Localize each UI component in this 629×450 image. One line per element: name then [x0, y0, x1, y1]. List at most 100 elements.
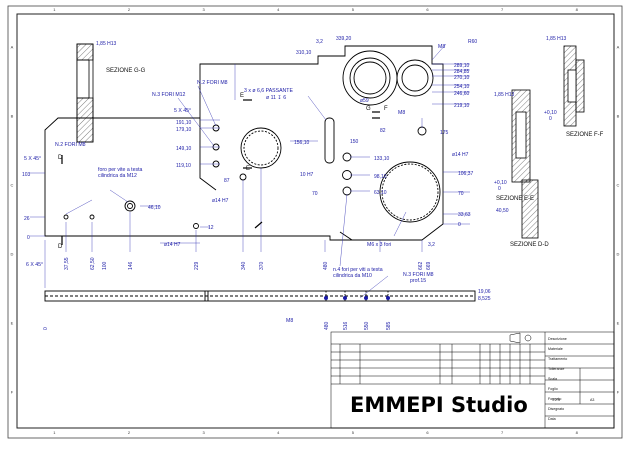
- dim-0r: 0: [458, 222, 461, 228]
- dim-14h7-b: ø14 H7: [212, 198, 229, 204]
- dim-103: 103: [22, 172, 31, 178]
- frame-row-label: E: [11, 321, 14, 326]
- section-d-label: SEZIONE D-D: [510, 242, 549, 248]
- dim-bottom-value: 37,55: [64, 257, 70, 270]
- dim-12: 12: [208, 225, 214, 231]
- main-plate-view: [44, 45, 444, 241]
- title-block-field: Formato: [548, 397, 561, 401]
- note-passante: 3 x ø 6,6 PASSANTE: [244, 88, 293, 94]
- section-d-d: [521, 179, 539, 239]
- frame-row-label: F: [11, 390, 14, 395]
- dim-bottom-value: 669: [426, 261, 432, 270]
- dim-bottom-value: 480: [323, 261, 329, 270]
- dim-bottom-value: 340: [241, 261, 247, 270]
- note-m8-side: M8: [286, 318, 293, 324]
- frame-col-label: 5: [352, 7, 355, 12]
- dim-bottom-value: 229: [194, 261, 200, 270]
- side-view-bar: [44, 290, 476, 302]
- frame-col-label: 6: [426, 7, 429, 12]
- note-fori-m10-2: cilindrica da M10: [333, 273, 372, 279]
- note-chamfer-b: 6 X 45°: [26, 262, 43, 268]
- note-chamfer-a: 5 X 45°: [24, 156, 41, 162]
- note-fori-m8-top: N.2 FORI M8: [197, 80, 228, 86]
- dim-side-value: 585: [386, 321, 392, 330]
- title-block-field: Disegnato: [548, 407, 564, 411]
- dim-26: 26: [24, 216, 30, 222]
- dim-4050: 40,50: [496, 208, 509, 214]
- dim-46: 46,10: [148, 205, 161, 211]
- section-markers: [61, 99, 380, 245]
- dim-bottom-value: 62,50: [90, 257, 96, 270]
- dim-bottom-value: 146: [128, 261, 134, 270]
- note-passante-sub: ø 11 ↧ 6: [266, 95, 286, 101]
- title-block-field: Foglio: [548, 387, 558, 391]
- dim-119: 119,10: [176, 163, 191, 169]
- section-f-label: SEZIONE F-F: [566, 132, 604, 138]
- dim-156: 156,10: [294, 140, 310, 146]
- title-block-field: Scala: [548, 377, 557, 381]
- frame-col-label: 4: [277, 430, 280, 435]
- note-foro-vite-1: foro per vite a testa: [98, 167, 143, 173]
- title-format: A3: [590, 398, 594, 402]
- inner-frame: [16, 13, 615, 429]
- note-fori-m8-left: N.2 FORI M8: [55, 142, 86, 148]
- marker-d-bottom: D: [58, 244, 63, 250]
- frame-row-label: A: [617, 45, 620, 50]
- frame-col-label: 5: [352, 430, 355, 435]
- dim-310: 310,10: [296, 50, 312, 56]
- section-g-label: SEZIONE G-G: [106, 68, 146, 74]
- dim-bottom-value: 662: [418, 261, 424, 270]
- section-e-e: [511, 89, 531, 183]
- dimension-lines: [30, 63, 470, 288]
- title-scale: 1:2.5: [552, 398, 560, 402]
- marker-f: F: [384, 106, 388, 112]
- note-fori-m8-bottom: N.3 FORI M8: [403, 272, 434, 278]
- side-view-holes: [324, 296, 390, 300]
- frame-col-label: 1: [53, 430, 56, 435]
- frame-col-label: 3: [202, 430, 205, 435]
- dim-bottom-value: 370: [259, 261, 265, 270]
- dim-150: 150: [350, 139, 359, 145]
- dim-284: 284,85: [454, 69, 470, 75]
- dim-14h7-mid: ø14 H7: [452, 152, 469, 158]
- dim-8525: 8,525: [478, 296, 491, 302]
- dim-219: 219,10: [454, 103, 470, 109]
- dim-82: 82: [380, 128, 386, 134]
- note-prof: prof.15: [410, 278, 426, 284]
- frame-row-label: B: [617, 114, 620, 119]
- frame-row-label: D: [11, 252, 14, 257]
- dim-289: 289,10: [454, 63, 470, 69]
- frame-col-label: 7: [501, 7, 504, 12]
- dim-tol0-e: 0: [498, 186, 501, 192]
- frame-col-label: 2: [128, 430, 131, 435]
- title-block-field: Descrizione: [548, 337, 567, 341]
- frame-col-label: 1: [53, 7, 56, 12]
- dim-246: 246,60: [454, 91, 470, 97]
- dim-191: 191,10: [176, 120, 192, 126]
- title-block-field: Data: [548, 417, 556, 421]
- title-block-fields: DescrizioneMaterialeTrattamentoTolleranz…: [548, 337, 567, 421]
- marker-e-bottom: E: [246, 166, 250, 172]
- dim-side-value: 480: [324, 321, 330, 330]
- note-fori-m12: N.3 FORI M12: [152, 92, 186, 98]
- dim-r60: R60: [468, 39, 477, 45]
- frame-row-label: B: [11, 114, 14, 119]
- dim-tol0-f: 0: [549, 116, 552, 122]
- dim-106: 106,37: [458, 171, 474, 177]
- leader-lines: [65, 43, 447, 299]
- marker-d-top: D: [58, 155, 63, 161]
- note-m8-top: M8: [438, 44, 445, 50]
- dim-32: 3,2: [316, 39, 323, 45]
- dim-14h7-a: ø14 H7: [164, 242, 181, 248]
- dim-63: 63,10: [374, 190, 387, 196]
- note-fori-m10-1: n.4 fori per viti a testa: [333, 267, 383, 273]
- dim-87: 87: [224, 178, 230, 184]
- title-block-field: Tolleranze: [548, 367, 564, 371]
- frame-col-label: 8: [576, 7, 579, 12]
- dim-side-value: 0: [43, 327, 49, 330]
- outer-frame: [7, 5, 623, 439]
- marker-e-top: E: [240, 93, 244, 99]
- dim-side-value: 550: [364, 321, 370, 330]
- frame-row-label: C: [617, 183, 620, 188]
